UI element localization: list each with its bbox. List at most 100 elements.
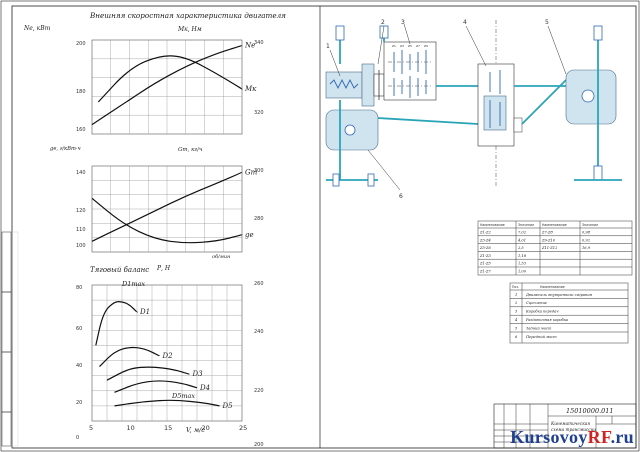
y-right-tick-label: 200 [254,442,264,448]
parts-pos-cell: 2 [514,301,518,305]
x-tick-label: 5 [89,424,93,432]
svg-text:Z7: Z7 [416,44,420,48]
y-right-tick-label: 320 [254,110,264,116]
parts-pos-cell: 6 [515,335,518,339]
y-right-tick-label: 240 [254,329,264,335]
series-label: Gт [245,168,258,176]
annotation-d1max: D1max [121,280,145,288]
parts-name-cell: Сцепление [526,301,547,305]
series-label: D2 [162,352,174,360]
hourly-consumption-curve [91,171,243,242]
y-left-tick-label: 40 [76,363,82,369]
series-label: Ne [244,42,255,50]
svg-text:Z1: Z1 [392,44,396,48]
chart1-title-line1: Внешняя скоростная характеристика двигат… [89,11,286,20]
clutch [373,70,385,100]
watermark-part2: RF [587,427,611,447]
rear-propeller-shaft [521,79,567,125]
y-right-tick-label: 300 [254,168,264,174]
fuel-chart: gе, г/кВт·ч Gт, кг/ч об/мин 140120110100… [50,146,264,260]
watermark: KursovoyRF.ru [510,427,634,448]
y-right-tick-label: 340 [254,40,264,46]
series-label: D4 [199,384,210,392]
y-left-tick-label: 110 [76,227,86,233]
gear-cell: Z1-Z2 [479,231,491,235]
parts-name-cell: Раздаточная коробка [525,318,568,322]
power-curve [91,45,243,126]
front-wheels [335,25,389,64]
y-left-tick-label: 80 [76,285,82,291]
watermark-part1: Kursovoy [510,427,588,447]
d5-curve [114,399,220,407]
y-right-tick-label: 260 [254,281,264,287]
y-left-tick-label: 20 [76,400,82,406]
gear-cell: 0,92 [582,238,591,242]
parts-pos-cell: 3 [515,310,518,314]
callout-5: 5 [545,19,549,26]
gear-cell: Z1-Z7 [479,270,491,274]
doc-number: 15010000.011 [566,407,614,415]
x-tick-label: 10 [127,424,135,432]
rear-axle [565,25,622,181]
y-left-tick-label: 120 [76,208,86,214]
gear-cell: 2,5 [517,246,524,250]
y-left-tick-label: 180 [76,89,86,95]
x-tick-label: 20 [202,424,210,432]
gear-cell: Z7-Z8 [541,231,553,235]
watermark-part3: .ru [610,427,634,447]
d3-curve [106,366,190,381]
annotation-d5max: D5max [171,392,195,400]
parts-name-cell: Передний мост [525,335,557,339]
parts-name-cell: Задний мост [526,326,552,330]
gear-header-value-2: Значение [582,223,598,227]
y-left-tick-label: 0 [76,435,79,441]
d4-curve [114,380,198,393]
y-left-tick-label: 140 [76,170,86,176]
gear-cell: Z1-Z5 [479,262,491,266]
series-label: D5 [222,402,234,410]
series-label: D1 [139,308,150,316]
gear-cell: 1,18 [518,254,527,258]
chart1-grid [91,39,243,135]
x-tick-label: 25 [239,424,247,432]
callout-3: 3 [401,19,405,26]
engine-characteristic-chart: Внешняя скоростная характеристика двигат… [23,11,286,135]
position-callouts [329,23,567,191]
y-right-tick-label: 280 [254,216,264,222]
svg-text:Z3: Z3 [400,44,404,48]
gear-cell: 16,9 [582,246,591,250]
callout-2: 2 [381,19,385,26]
gear-cell: 7,02 [518,231,527,235]
parts-header-name: Наименование [540,285,565,289]
chart2-y-right-label: Gт, кг/ч [178,147,203,153]
callout-4: 4 [463,19,467,26]
torque-curve [97,55,243,103]
title-block: 15010000.011 Кинематическая схема трансм… [493,403,637,449]
transfer-case [477,20,523,186]
chart2-grid [91,165,243,253]
chart2-series: gе Gт [91,168,258,244]
parts-name-cell: Двигатель внутреннего сгорания [525,293,593,297]
series-label: D3 [192,370,204,378]
y-left-tick-label: 60 [76,326,82,332]
series-label: gе [245,231,254,239]
y-left-tick-label: 160 [76,127,86,133]
parts-pos-cell: 5 [515,326,518,330]
gear-cell: Z11-Z12 [541,246,558,250]
parts-name-cell: Коробка передач [525,310,559,314]
gear-cell: Z9-Z10 [541,238,556,242]
gear-header-name-1: Наименование [480,223,505,227]
gear-header-value-1: Значение [518,223,534,227]
y-right-tick-label: 220 [254,388,264,394]
gear-cell: 0,98 [582,231,591,235]
chart2-x-label: об/мин [212,253,230,260]
chart3-x-label: V, м/с [186,426,205,434]
traction-balance-chart: Тяговый баланс Р, Н V, м/с 8060402002602… [76,265,264,448]
